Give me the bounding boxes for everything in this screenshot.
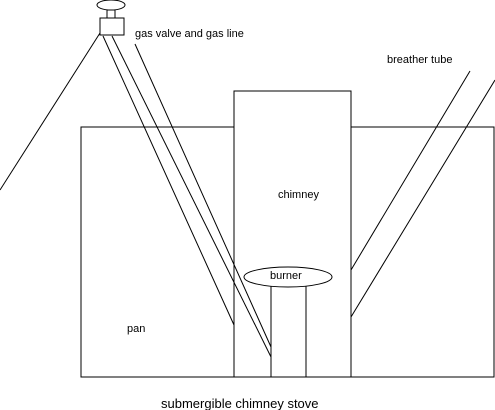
burner-head (243, 266, 333, 288)
gas-line-c (134, 43, 272, 348)
gas-line-a (102, 35, 235, 326)
burner-label: burner (270, 270, 302, 282)
gas-valve-body (99, 17, 125, 36)
gas-line-b (111, 35, 272, 358)
breather-tube-label: breather tube (387, 54, 452, 66)
breather-tube-b (350, 79, 495, 318)
chimney-label: chimney (278, 189, 319, 201)
gas-valve-handle (96, 0, 126, 11)
gas-valve-stem (106, 9, 116, 19)
pan-label: pan (127, 323, 145, 335)
gas-line-left (0, 32, 101, 191)
diagram-title: submergible chimney stove (161, 396, 319, 410)
gas-valve-label: gas valve and gas line (135, 28, 244, 40)
burner-stem (270, 285, 307, 378)
breather-tube-a (350, 70, 471, 271)
